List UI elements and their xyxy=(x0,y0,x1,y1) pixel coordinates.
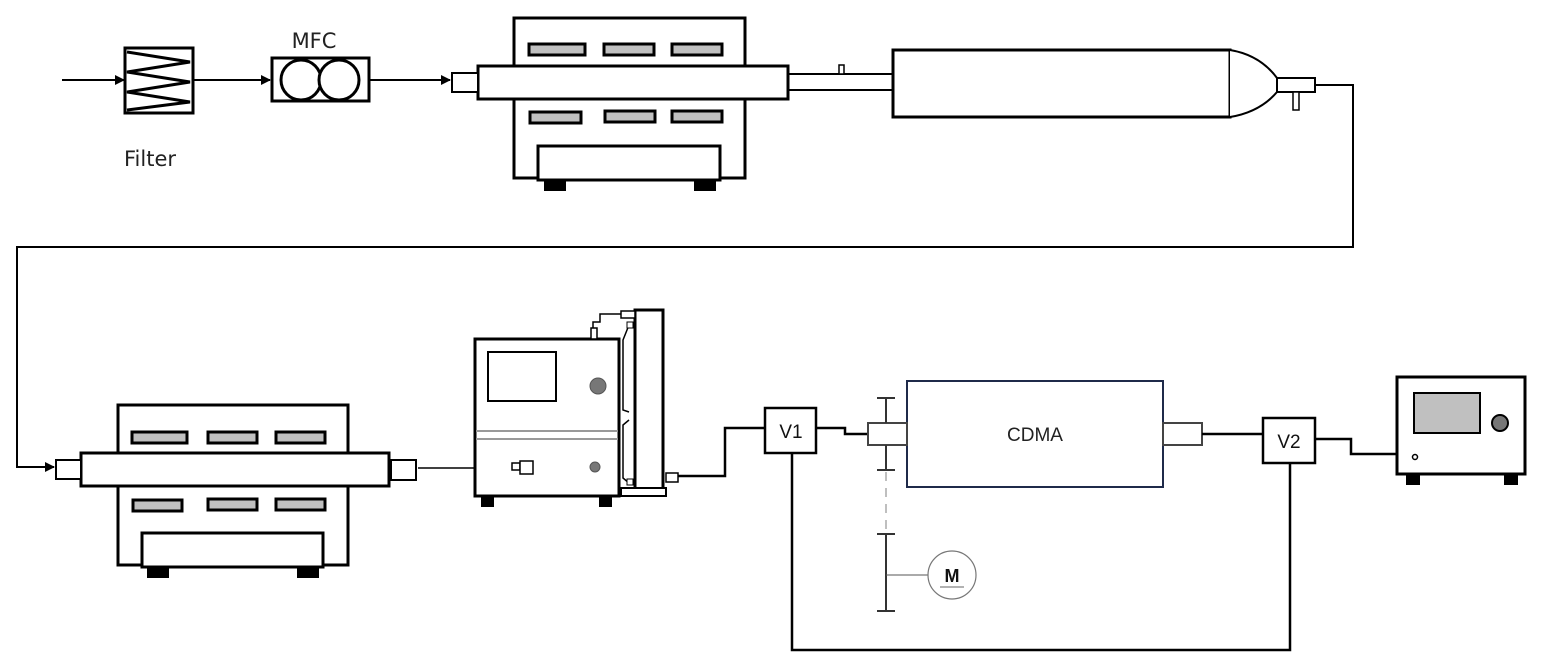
heater-elements xyxy=(527,42,724,125)
reactor-tube xyxy=(891,48,1316,119)
pipe-v1-cdma xyxy=(816,426,868,436)
mfc xyxy=(270,56,371,103)
filter-label: Filter xyxy=(124,147,176,171)
tube-inlet-fitting xyxy=(55,459,82,480)
cdma-label: CDMA xyxy=(1007,425,1063,446)
conditioning-unit xyxy=(473,308,679,507)
bypass-line xyxy=(790,453,1292,652)
quartz-tube xyxy=(79,451,391,488)
pipe-unit-v1 xyxy=(678,426,765,478)
cdma: CDMA xyxy=(867,380,1203,488)
motor-drive xyxy=(877,397,928,612)
foot xyxy=(297,567,319,578)
valve-v2-label: V2 xyxy=(1277,432,1300,453)
connector-pipe xyxy=(788,64,892,91)
quartz-tube xyxy=(476,64,790,101)
foot xyxy=(694,180,716,191)
valve-v2[interactable]: V2 xyxy=(1261,416,1317,465)
foot xyxy=(147,567,169,578)
valve-v1-label: V1 xyxy=(779,422,802,443)
tube-furnace-2 xyxy=(55,403,417,578)
filter xyxy=(123,46,195,115)
foot xyxy=(544,180,566,191)
motor-label: M xyxy=(945,566,960,586)
tube-inlet-fitting xyxy=(451,72,479,93)
motor: M xyxy=(927,550,977,600)
tube-furnace-1 xyxy=(451,16,790,191)
detector xyxy=(1395,375,1527,485)
transfer-line xyxy=(16,84,1354,472)
mfc-label: MFC xyxy=(292,29,337,53)
heater-elements xyxy=(130,430,327,513)
valve-v1[interactable]: V1 xyxy=(763,406,818,455)
tube-outlet-fitting xyxy=(390,459,417,481)
pipe-v2-detector xyxy=(1315,437,1400,456)
